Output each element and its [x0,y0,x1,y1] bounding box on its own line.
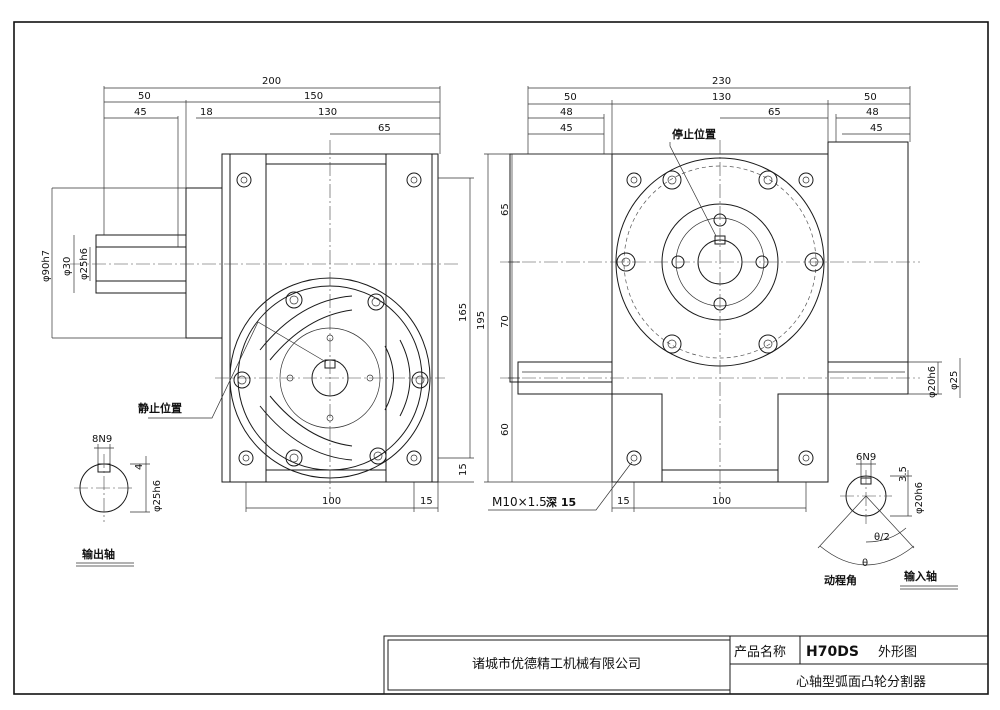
left-view [51,86,474,512]
label-theta: θ [862,558,868,569]
right-dim-50-right: 50 [864,92,877,103]
left-dim-150: 150 [304,91,323,102]
input-shaft-detail [817,460,958,590]
right-dim-230: 230 [712,76,731,87]
right-view [484,86,961,512]
output-shaft-detail [74,444,150,567]
right-dim-45-left: 45 [560,123,573,134]
right-dim-48-right: 48 [866,107,879,118]
right-dim-phi25: φ25 [949,371,960,390]
left-dim-130: 130 [318,107,337,118]
right-dim-195: 195 [476,311,487,330]
output-keyway-depth: 4 [134,464,145,470]
right-dim-50-left: 50 [564,92,577,103]
left-dim-100: 100 [322,496,341,507]
product-name-label: 产品名称 [734,644,786,660]
company-name: 诸城市优德精工机械有限公司 [472,656,641,672]
left-dim-15-right: 15 [458,463,469,476]
label-stop-position-right: 停止位置 [672,127,716,141]
left-dim-65: 65 [378,123,391,134]
left-dim-50: 50 [138,91,151,102]
right-dim-65: 65 [768,107,781,118]
model-number: H70DS [806,644,859,660]
label-stop-position-left: 静止位置 [138,401,182,415]
input-keyway: 6N9 [856,452,876,463]
output-keyway: 8N9 [92,434,112,445]
thread-depth: 深 15 [546,495,576,509]
right-dim-phi20h6: φ20h6 [927,366,938,398]
right-dim-65-left: 65 [500,203,511,216]
left-dim-15-bottom: 15 [420,496,433,507]
left-dim-phi25h6: φ25h6 [79,248,90,280]
left-dim-45: 45 [134,107,147,118]
output-shaft-dia: φ25h6 [152,480,163,512]
label-motion-angle: 动程角 [824,573,857,587]
input-shaft-dia: φ20h6 [914,482,925,514]
right-dim-100: 100 [712,496,731,507]
drawing-frame [13,21,989,695]
label-output-shaft: 输出轴 [82,547,115,561]
input-keyway-depth: 3.5 [898,466,909,482]
right-dim-70: 70 [500,315,511,328]
right-dim-45-right: 45 [870,123,883,134]
drawing-type: 外形图 [878,645,917,660]
right-dim-130: 130 [712,92,731,103]
label-theta-half: θ/2 [874,532,890,543]
right-dim-48-left: 48 [560,107,573,118]
left-dim-phi90h7: φ90h7 [41,250,52,282]
left-dim-200: 200 [262,76,281,87]
right-dim-15-bottom: 15 [617,496,630,507]
left-dim-165: 165 [458,303,469,322]
label-input-shaft: 输入轴 [904,569,937,583]
thread-note: M10×1.5 [492,495,547,509]
left-dim-phi30: φ30 [62,257,73,276]
title-block [383,635,989,695]
left-dim-18: 18 [200,107,213,118]
product-description: 心轴型弧面凸轮分割器 [796,674,926,690]
right-dim-60: 60 [500,423,511,436]
